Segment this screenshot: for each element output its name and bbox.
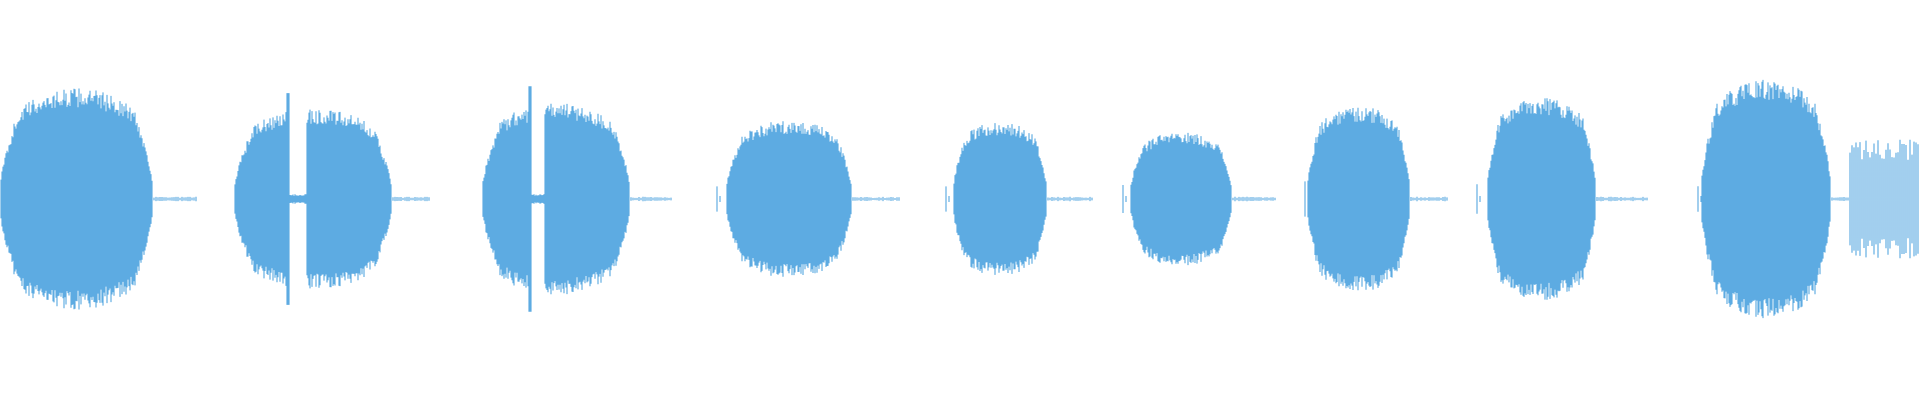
waveform-burst-1 — [0, 88, 197, 310]
waveform-segments — [0, 79, 1919, 319]
waveform-burst-9 — [1697, 79, 1919, 319]
waveform-burst-5 — [945, 123, 1093, 275]
waveform-burst-8 — [1476, 98, 1648, 300]
waveform-burst-3 — [482, 86, 672, 312]
